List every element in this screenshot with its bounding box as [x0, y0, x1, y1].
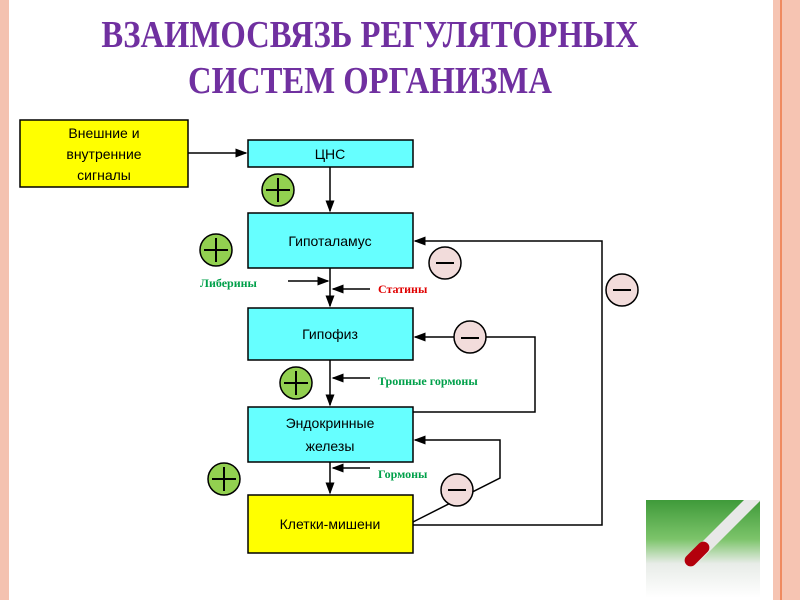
endocrine-line-2: железы: [306, 438, 355, 454]
hormones-label: Гормоны: [378, 467, 428, 481]
title-line-1: ВЗАИМОСВЯЗЬ РЕГУЛЯТОРНЫХ: [101, 14, 639, 56]
plus-icon: [261, 173, 295, 207]
tropic-hormones-label: Тропные гормоны: [378, 374, 478, 388]
plus-icon: [207, 462, 241, 496]
left-border: [0, 0, 9, 600]
cns-label: ЦНС: [315, 146, 346, 162]
pipette-blood-photo: [646, 500, 760, 598]
minus-icon: [453, 320, 487, 354]
targets-label: Клетки-мишени: [280, 516, 381, 532]
endocrine-line-1: Эндокринные: [286, 415, 375, 431]
right-border-line: [780, 0, 782, 600]
targets-box: Клетки-мишени: [247, 494, 414, 554]
signals-box: Внешние и внутренние сигналы: [19, 119, 189, 188]
plus-icon: [199, 233, 233, 267]
hypothalamus-box: Гипоталамус: [247, 212, 414, 269]
endocrine-box: Эндокринные железы: [247, 406, 414, 463]
minus-icon: [440, 473, 474, 507]
pituitary-label: Гипофиз: [302, 326, 358, 342]
statins-label: Статины: [378, 282, 428, 296]
minus-icon: [428, 246, 462, 280]
slide-title: ВЗАИМОСВЯЗЬ РЕГУЛЯТОРНЫХ СИСТЕМ ОРГАНИЗМ…: [86, 12, 654, 104]
signals-line-3: сигналы: [77, 167, 131, 183]
pituitary-box: Гипофиз: [247, 307, 414, 361]
right-border: [773, 0, 800, 600]
connectors: [188, 148, 603, 526]
liberins-label: Либерины: [200, 276, 258, 290]
plus-icon: [279, 366, 313, 400]
signals-line-2: внутренние: [66, 146, 141, 162]
title-line-2: СИСТЕМ ОРГАНИЗМА: [188, 60, 552, 102]
hypothalamus-label: Гипоталамус: [288, 233, 371, 249]
blood-drop: [682, 539, 712, 569]
minus-icon: [605, 273, 639, 307]
cns-box: ЦНС: [247, 139, 414, 168]
signals-line-1: Внешние и: [68, 125, 139, 141]
